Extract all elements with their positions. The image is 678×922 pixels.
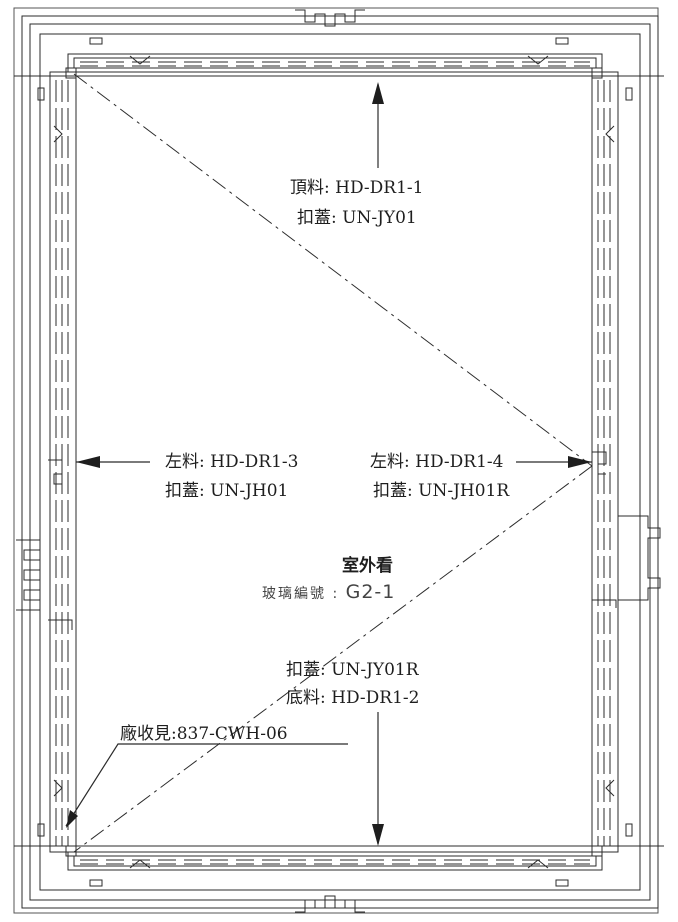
bottom-notch-left: [129, 859, 151, 869]
outer-border: [13, 7, 659, 914]
left-mid-bracket: [48, 459, 73, 630]
corner-bottom-right: [591, 845, 603, 857]
opening-diagonal-upper: [73, 73, 593, 467]
view-direction-label: 室外看: [342, 556, 393, 576]
bottom-notch-right: [527, 859, 549, 869]
frame-line-3: [39, 33, 641, 891]
factory-leader: [65, 743, 348, 827]
factory-arrow-head: [66, 810, 78, 828]
top-slot-left: [89, 37, 103, 45]
left-profile-detail: [16, 539, 41, 611]
factory-reference-label: 廠收見:837-CWH-06: [120, 724, 288, 744]
left-arrow-head: [76, 456, 100, 468]
opening-diagonal-lower: [73, 465, 593, 853]
right-notch-bottom: [605, 779, 615, 797]
bottom-arrow-head: [372, 824, 384, 846]
glass-number-prefix: 玻璃編號 :: [262, 586, 340, 602]
right-slot-top: [625, 87, 633, 101]
frame-line-2: [29, 23, 651, 901]
left-slot-top: [37, 87, 45, 101]
glass-number-label: 玻璃編號 : G2-1: [262, 583, 395, 603]
top-arrow-head: [372, 82, 384, 104]
left-stile: [49, 71, 77, 853]
left-notch-bottom: [53, 779, 63, 797]
left-slot-bottom: [37, 823, 45, 837]
bottom-slot-left: [89, 879, 103, 887]
right-stile: [591, 71, 619, 853]
right-slot-bottom: [625, 823, 633, 837]
glass-number-code: G2-1: [345, 581, 396, 603]
right-arrow-head: [568, 456, 592, 468]
bottom-material-label: 底料: HD-DR1-2: [286, 688, 420, 708]
top-cover-label: 扣蓋: UN-JY01: [297, 208, 417, 228]
left-notch-top: [53, 125, 63, 143]
bottom-rail: [67, 851, 603, 871]
top-material-label: 頂料: HD-DR1-1: [290, 178, 424, 198]
left-cover-label: 扣蓋: UN-JH01: [165, 481, 289, 501]
corner-top-left: [65, 67, 77, 79]
top-notch-right: [527, 55, 549, 65]
top-rail: [67, 53, 603, 73]
top-notch-left: [129, 55, 151, 65]
right-notch-top: [605, 125, 615, 143]
bottom-cover-label: 扣蓋: UN-JY01R: [286, 660, 419, 680]
corner-top-right: [591, 67, 603, 79]
top-profile-detail: [295, 9, 365, 27]
top-rail-inner: [73, 57, 597, 69]
right-profile-detail: [618, 515, 661, 601]
left-material-label: 左料: HD-DR1-3: [165, 452, 299, 472]
bottom-profile-detail: [295, 895, 365, 913]
right-material-label: 左料: HD-DR1-4: [370, 452, 504, 472]
right-mid-bracket: [592, 451, 617, 608]
top-slot-right: [555, 37, 569, 45]
right-cover-label: 扣蓋: UN-JH01R: [373, 481, 510, 501]
bottom-slot-right: [555, 879, 569, 887]
bottom-rail-inner: [73, 855, 597, 867]
